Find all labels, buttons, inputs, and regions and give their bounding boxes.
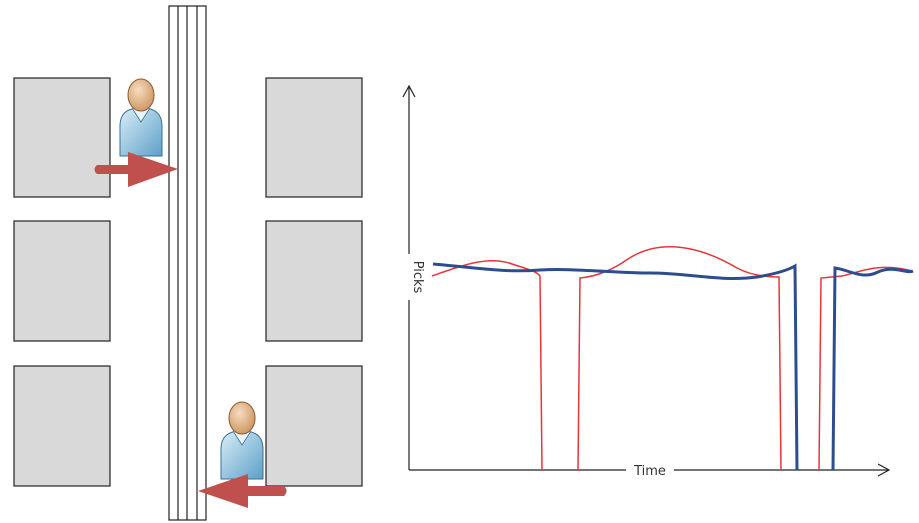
- shelf-right-1: [265, 77, 363, 198]
- x-axis-label: Time: [633, 464, 666, 479]
- chart-axes: [402, 84, 891, 477]
- person-icon: [119, 78, 163, 157]
- x-axis-arrowhead: [877, 463, 891, 477]
- conveyor-belt: [168, 5, 207, 521]
- shelf-left-2: [13, 220, 111, 342]
- left-shelf-column: [13, 77, 111, 487]
- series-blue-line: [432, 262, 914, 471]
- y-axis-label: Picks: [410, 261, 425, 294]
- shelf-left-1: [13, 77, 111, 198]
- arrow-icon: [94, 152, 178, 187]
- series-red-line: [431, 246, 913, 471]
- y-axis-arrowhead: [402, 84, 416, 98]
- right-shelf-column: [265, 77, 363, 487]
- arrow-icon: [198, 474, 287, 508]
- person-icon: [220, 401, 264, 480]
- shelf-right-2: [265, 220, 363, 342]
- shelf-right-3: [265, 365, 363, 487]
- shelf-left-3: [13, 365, 111, 487]
